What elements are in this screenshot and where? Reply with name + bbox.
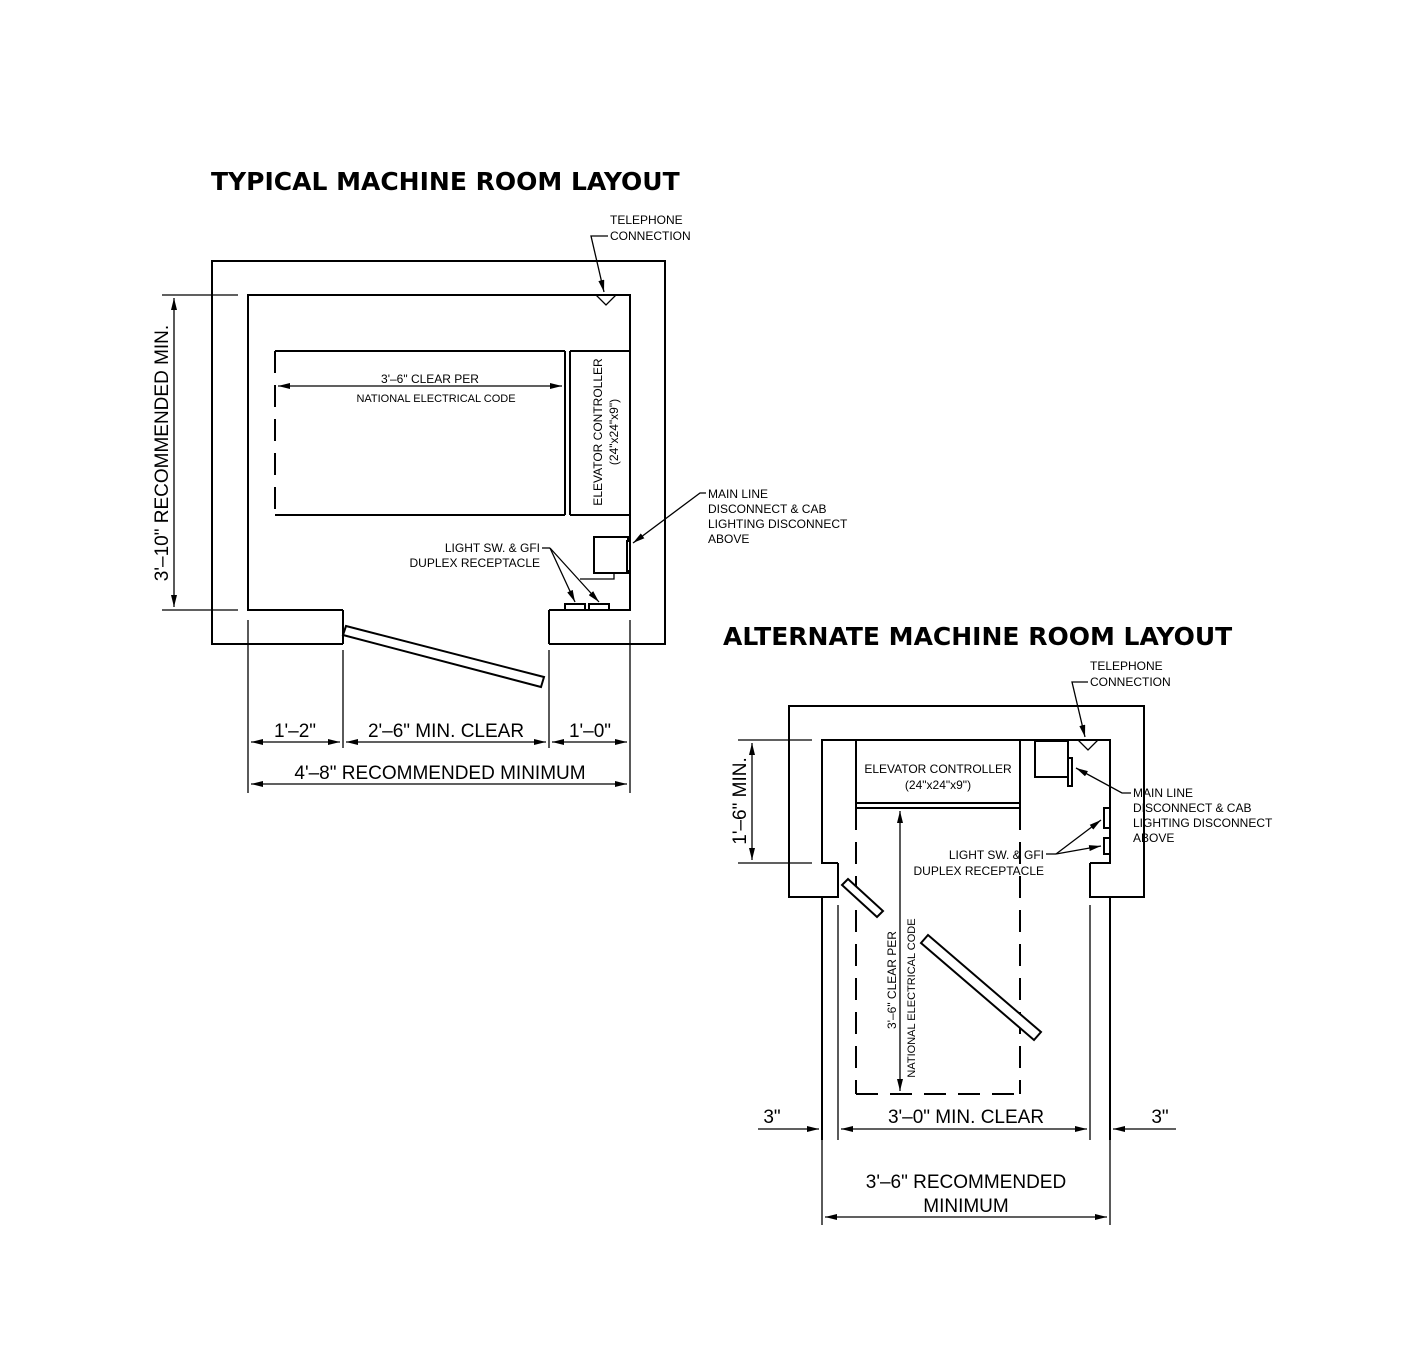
alternate-walls — [788, 705, 1145, 1140]
typical-receptacle — [588, 603, 610, 611]
typical-dim-total: 4'–8" RECOMMENDED MINIMUM — [294, 763, 585, 784]
alternate-title: ALTERNATE MACHINE ROOM LAYOUT — [723, 622, 1232, 651]
alternate-disconnect-box — [1034, 740, 1069, 778]
alternate-controller — [855, 740, 1021, 809]
alternate-height-label: 1'–6" MIN. — [730, 757, 751, 844]
typical-telephone-leader — [590, 235, 608, 293]
typical-clear-label-2: NATIONAL ELECTRICAL CODE — [356, 393, 515, 405]
alternate-telephone-icon — [1076, 739, 1100, 751]
alternate-lightsw-label-2: DUPLEX RECEPTACLE — [914, 864, 1044, 878]
typical-lightsw-label-2: DUPLEX RECEPTACLE — [410, 556, 540, 570]
typical-door — [341, 624, 546, 689]
typical-dim-door: 2'–6" MIN. CLEAR — [368, 721, 524, 742]
typical-dim-left: 1'–2" — [274, 721, 316, 742]
typical-mainline-label-1: MAIN LINE — [708, 487, 768, 501]
typical-mainline-leader — [632, 492, 706, 544]
alternate-clear-label-2: NATIONAL ELECTRICAL CODE — [906, 918, 918, 1077]
alternate-receptacle — [1103, 837, 1111, 855]
alternate-mainline-leader — [1075, 767, 1131, 794]
typical-controller — [275, 350, 630, 516]
typical-controller-label-1: ELEVATOR CONTROLLER — [591, 358, 605, 506]
alternate-dim-right: 3" — [1151, 1107, 1168, 1128]
typical-lightsw-label-1: LIGHT SW. & GFI — [445, 541, 540, 555]
alternate-telephone-label-2: CONNECTION — [1090, 675, 1171, 689]
typical-mainline-label-2: DISCONNECT & CAB — [708, 502, 826, 516]
alternate-dim-total-1: 3'–6" RECOMMENDED — [866, 1172, 1066, 1193]
typical-height-label: 3'–10" RECOMMENDED MIN. — [152, 325, 173, 581]
typical-clear-label-1: 3'–6" CLEAR PER — [381, 372, 479, 386]
typical-telephone-label-2: CONNECTION — [610, 229, 691, 243]
typical-dim-right: 1'–0" — [569, 721, 611, 742]
typical-height-dimension — [162, 294, 238, 611]
typical-telephone-icon — [594, 294, 618, 306]
typical-walls — [211, 260, 666, 645]
typical-light-switch — [564, 603, 586, 611]
alternate-door-lower — [919, 933, 1043, 1042]
typical-title: TYPICAL MACHINE ROOM LAYOUT — [211, 167, 680, 196]
alternate-dim-total-2: MINIMUM — [923, 1196, 1008, 1217]
alternate-mainline-label-3: LIGHTING DISCONNECT — [1133, 816, 1273, 830]
alternate-mainline-label-1: MAIN LINE — [1133, 786, 1193, 800]
alternate-door-upper — [840, 877, 885, 919]
alternate-controller-label-2: (24"x24"x9") — [905, 778, 971, 792]
alternate-clear-label-1: 3'–6" CLEAR PER — [885, 931, 899, 1029]
alternate-controller-label-1: ELEVATOR CONTROLLER — [864, 762, 1012, 776]
alternate-lightsw-label-1: LIGHT SW. & GFI — [949, 848, 1044, 862]
typical-layout: TYPICAL MACHINE ROOM LAYOUT TELEPHONE CO… — [152, 167, 848, 793]
alternate-mainline-label-4: ABOVE — [1133, 831, 1174, 845]
typical-telephone-label-1: TELEPHONE — [610, 213, 683, 227]
alternate-height-dimension — [738, 739, 812, 864]
alternate-layout: ALTERNATE MACHINE ROOM LAYOUT TELEPHONE … — [723, 622, 1273, 1225]
alternate-dim-left: 3" — [763, 1107, 780, 1128]
alternate-dim-door: 3'–0" MIN. CLEAR — [888, 1107, 1044, 1128]
alternate-telephone-label-1: TELEPHONE — [1090, 659, 1163, 673]
alternate-width-dimensions — [758, 905, 1176, 1225]
alternate-light-switch — [1103, 807, 1111, 829]
typical-mainline-label-4: ABOVE — [708, 532, 749, 546]
typical-disconnect-box — [593, 536, 629, 574]
typical-mainline-label-3: LIGHTING DISCONNECT — [708, 517, 848, 531]
typical-width-dimensions — [247, 620, 631, 793]
typical-controller-label-2: (24"x24"x9") — [607, 399, 621, 465]
alternate-mainline-label-2: DISCONNECT & CAB — [1133, 801, 1251, 815]
alternate-telephone-leader — [1071, 681, 1088, 738]
